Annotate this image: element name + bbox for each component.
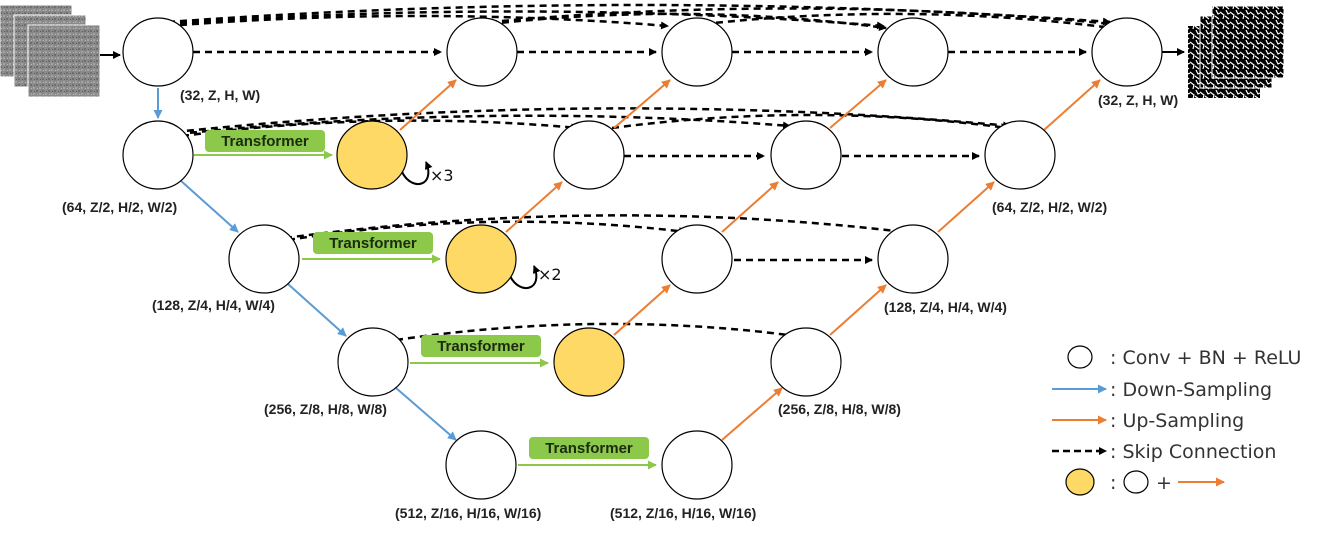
legend-yellow-icon <box>1065 468 1095 496</box>
yellow-node-l3 <box>445 224 517 294</box>
transformer-label-5: Transformer <box>529 437 649 459</box>
yellow-node-l2 <box>336 120 408 190</box>
up-10 <box>1043 79 1101 131</box>
node-l1-dec <box>1091 17 1163 87</box>
conv-nodes <box>122 17 1163 500</box>
legend: : Conv + BN + ReLU : Down-Sampling : Up-… <box>1052 345 1301 496</box>
node-l2-dec <box>984 120 1056 190</box>
dim-l3-out: (128, Z/4, H/4, W/4) <box>884 299 1007 315</box>
repeat-loop-2 <box>401 161 433 185</box>
skip-l2-curve-3 <box>181 119 579 138</box>
legend-combo-colon: : <box>1110 472 1116 494</box>
transformer-label-3: Transformer <box>313 232 433 254</box>
skip-l2-curve-2 <box>177 114 791 136</box>
down-4 <box>395 387 457 441</box>
up-5 <box>829 284 887 336</box>
dim-l1-in: (32, Z, H, W) <box>180 87 260 103</box>
node-l1-enc <box>122 17 194 87</box>
up-7 <box>721 181 779 233</box>
skip-l1-curve-6 <box>703 12 1113 32</box>
node-l4-enc <box>337 327 409 397</box>
dim-l4-in: (256, Z/8, H/8, W/8) <box>264 401 387 417</box>
dim-l1-out: (32, Z, H, W) <box>1098 92 1178 108</box>
legend-up-text: : Up-Sampling <box>1110 410 1244 432</box>
down-3 <box>287 283 347 337</box>
skip-l1-curve-2 <box>167 10 885 30</box>
node-l2-enc <box>122 120 194 190</box>
up-2 <box>505 181 563 233</box>
dim-l2-out: (64, Z/2, H/2, W/2) <box>992 199 1107 215</box>
up-4 <box>721 387 783 441</box>
legend-down-text: : Down-Sampling <box>1110 379 1272 401</box>
legend-conv-text: : Conv + BN + ReLU <box>1110 347 1301 369</box>
svg-text:Transformer: Transformer <box>329 235 417 252</box>
repeat-label-3: ×2 <box>538 265 562 284</box>
up-6 <box>613 79 671 129</box>
node-l3-enc <box>228 224 300 294</box>
up-9 <box>937 181 995 233</box>
svg-text:Transformer: Transformer <box>221 133 309 150</box>
legend-combo-plus: + <box>1156 472 1172 494</box>
node-l4-dec <box>770 327 842 397</box>
yellow-node-l4 <box>553 327 625 397</box>
svg-text:Transformer: Transformer <box>545 440 633 457</box>
node-l5-enc <box>445 430 517 500</box>
svg-text:Transformer: Transformer <box>437 338 525 355</box>
skip-l2-curve-4 <box>611 113 1009 132</box>
skip-l1-curve-4 <box>489 7 1113 28</box>
node-l2-x1 <box>553 120 625 190</box>
transformer-arrows <box>194 150 657 470</box>
transformer-label-4: Transformer <box>421 335 541 357</box>
dim-l5-in: (512, Z/16, H/16, W/16) <box>395 505 541 521</box>
up-3 <box>613 284 671 336</box>
legend-skip-text: : Skip Connection <box>1110 441 1276 463</box>
node-l1-x3 <box>877 17 949 87</box>
skip-connections <box>167 3 1113 342</box>
node-l3-dec <box>877 224 949 294</box>
skip-l2-curve-1 <box>174 107 1011 134</box>
node-l1-x1 <box>446 17 518 87</box>
transformer-label-2: Transformer <box>205 130 325 152</box>
legend-conv-icon <box>1067 345 1093 369</box>
repeat-label-2: ×3 <box>430 166 454 185</box>
up-1 <box>399 79 457 131</box>
up-8 <box>829 79 887 129</box>
legend-combo-circle-icon <box>1123 470 1149 494</box>
skip-l1-curve-5 <box>489 12 887 32</box>
transformer-upsample-nodes <box>336 120 625 397</box>
node-l5-dec <box>661 430 733 500</box>
down-sampling-arrows <box>153 88 457 441</box>
down-2 <box>179 179 239 233</box>
repeat-loop-3 <box>509 265 541 289</box>
dim-l4-out: (256, Z/8, H/8, W/8) <box>778 401 901 417</box>
input-image-stack <box>0 4 101 98</box>
dim-l2-in: (64, Z/2, H/2, W/2) <box>62 199 177 215</box>
dim-l5-out: (512, Z/16, H/16, W/16) <box>610 505 756 521</box>
node-l3-x1 <box>661 224 733 294</box>
up-sampling-arrows <box>399 79 1101 441</box>
output-segmentation-stack <box>1188 5 1285 98</box>
dim-l3-in: (128, Z/4, H/4, W/4) <box>152 297 275 313</box>
node-l1-x2 <box>661 17 733 87</box>
node-l2-x2 <box>770 120 842 190</box>
